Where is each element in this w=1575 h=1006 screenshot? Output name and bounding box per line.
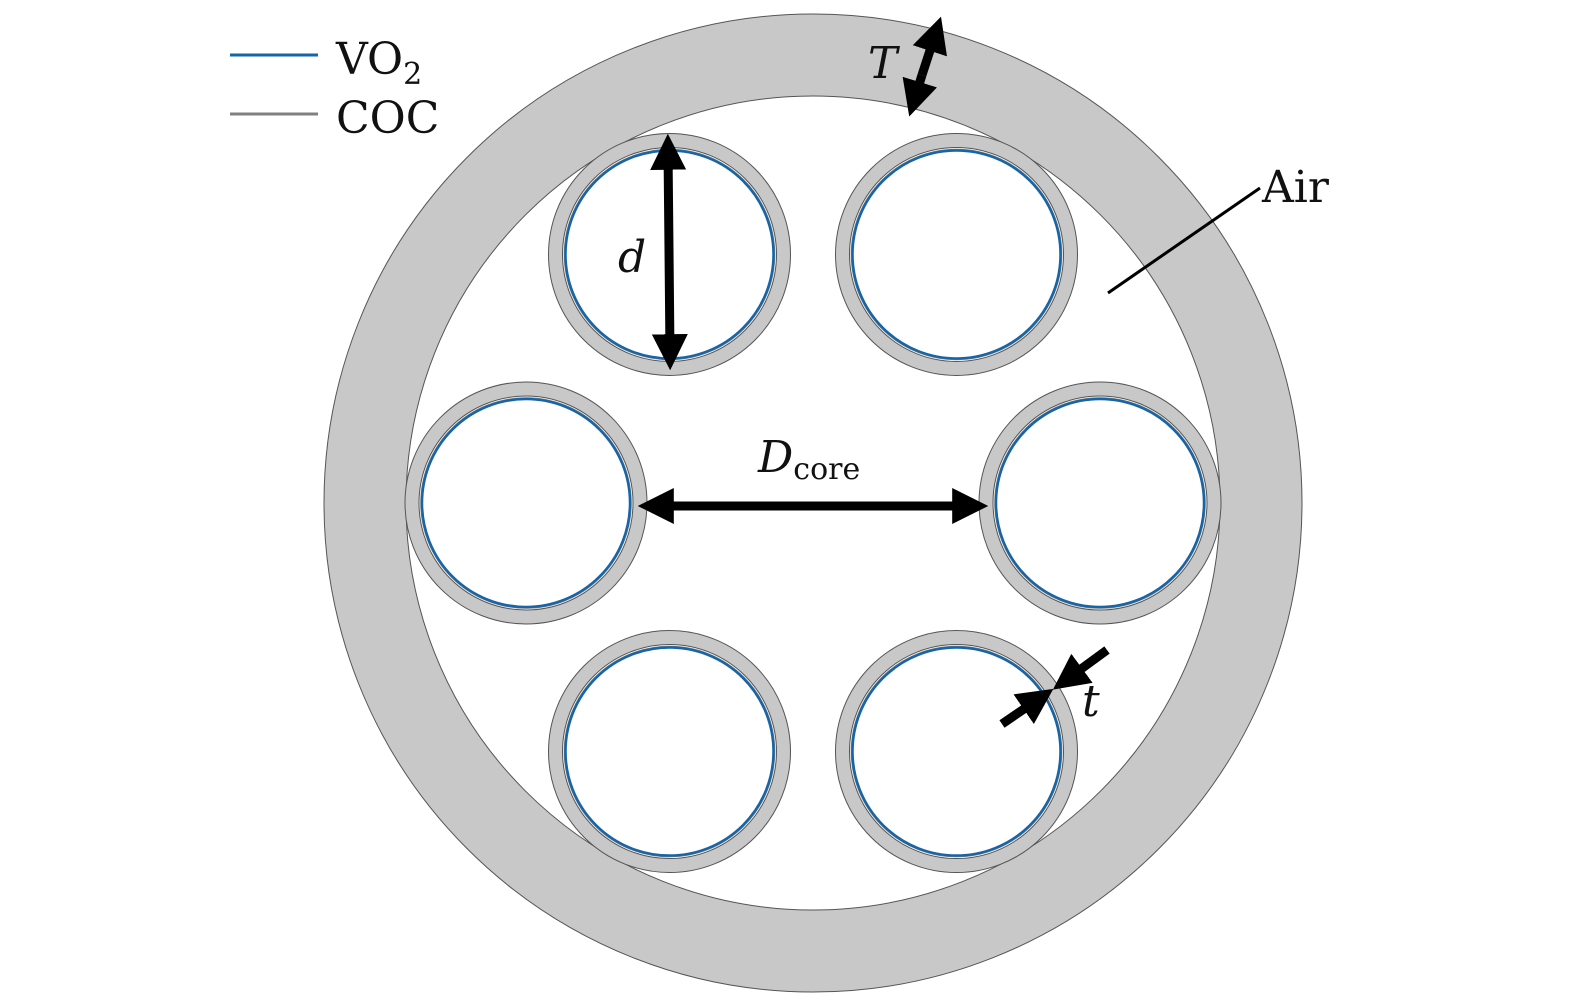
legend: VO2 COC (230, 34, 439, 144)
vo2-layer (851, 149, 1062, 360)
air-leader-line (1107, 186, 1261, 295)
tubes-group (404, 132, 1222, 874)
tube-diameter-arrow-2 (651, 249, 688, 371)
vo2-layer (851, 646, 1062, 857)
legend-vo2-label: VO2 (335, 34, 422, 92)
air-label: Air (1261, 162, 1330, 213)
outer-thickness-label: T (868, 38, 901, 89)
outer-thickness-arrow-2 (912, 16, 947, 77)
vo2-layer (994, 397, 1206, 609)
tube-inner-surface (418, 395, 634, 611)
tube-inner-surface (562, 644, 777, 860)
tube-diameter-label: d (618, 232, 646, 283)
tube-inner-surface (849, 146, 1064, 362)
vo2-layer (564, 646, 775, 857)
tube-thickness-arrow-in (999, 688, 1054, 728)
core-diameter-label: Dcore (757, 432, 860, 487)
vo2-layer (420, 397, 632, 609)
tube-thickness-label: t (1082, 676, 1100, 727)
legend-coc-label: COC (336, 93, 439, 144)
outer-thickness-arrow (902, 73, 938, 117)
tube-inner-surface (849, 644, 1064, 860)
tube-inner-surface (992, 395, 1208, 611)
tube-thickness-arrow-out (1052, 646, 1110, 690)
tube-diameter-arrow (650, 133, 687, 251)
